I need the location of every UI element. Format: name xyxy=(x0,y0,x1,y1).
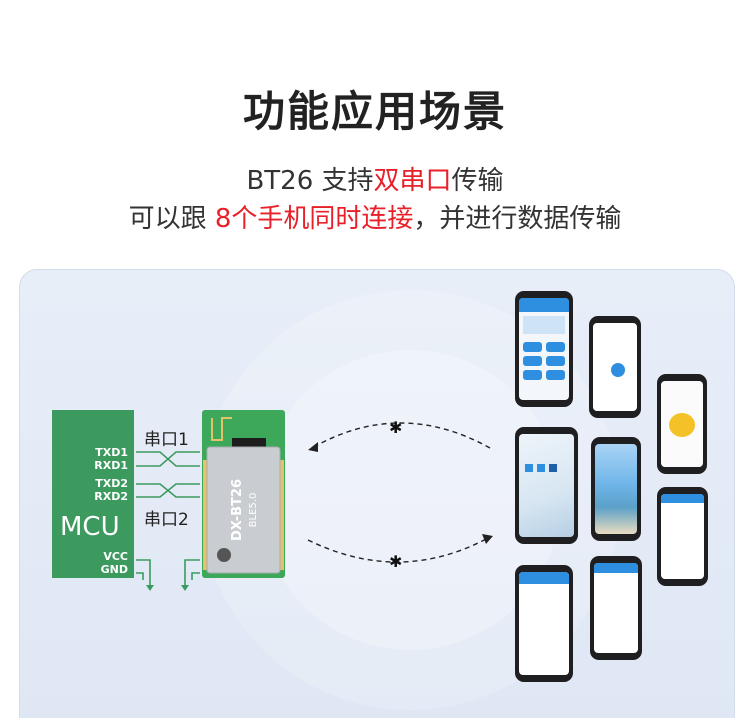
dashed-arrow-bottom-head xyxy=(482,534,493,544)
bg-ring-inner xyxy=(260,350,560,650)
dashed-arrow-bottom xyxy=(307,537,489,563)
subtitle-1-prefix: BT26 支持 xyxy=(246,166,374,196)
power-arrow-left xyxy=(146,585,154,591)
pin-txd2: TXD2 xyxy=(95,477,128,490)
subtitle-2-highlight: 8个手机同时连接 xyxy=(214,204,414,234)
subtitle-2-prefix: 可以跟 xyxy=(128,204,215,234)
subtitle-1-suffix: 传输 xyxy=(451,166,504,196)
dashed-arrow-top-head xyxy=(308,442,318,452)
phone-8 xyxy=(590,556,642,660)
power-lines xyxy=(136,559,200,585)
mcu-block xyxy=(52,410,134,578)
power-arrow-right xyxy=(181,585,189,591)
phone-5 xyxy=(591,437,641,541)
module-version: BLE5.0 xyxy=(248,492,259,528)
pin-rxd1: RXD1 xyxy=(94,459,128,472)
module-shield xyxy=(206,446,281,574)
phone-1 xyxy=(515,291,573,407)
subtitle-2-suffix: ，并进行数据传输 xyxy=(413,204,622,234)
port-2-label: 串口2 xyxy=(144,510,189,530)
bluetooth-icon: ✱ xyxy=(389,418,403,437)
subtitle-1-highlight: 双串口 xyxy=(373,166,452,196)
phone-7 xyxy=(515,565,573,682)
phone-2 xyxy=(589,316,641,418)
pin-vcc: VCC xyxy=(103,550,128,563)
module-text: DX-BT26 BLE5.0 xyxy=(192,479,292,541)
serial-crossover-1 xyxy=(136,451,200,467)
antenna-trace xyxy=(211,417,232,441)
mcu-label: MCU xyxy=(60,512,120,542)
bluetooth-icon: ✱ xyxy=(389,552,403,571)
pin-gnd: GND xyxy=(100,563,128,576)
subtitle-line-2: 可以跟 8个手机同时连接，并进行数据传输 xyxy=(0,198,750,235)
module-logo-mark xyxy=(217,548,231,562)
pcb-pads xyxy=(203,460,284,570)
pin-txd1: TXD1 xyxy=(95,446,128,459)
module-name: DX-BT26 xyxy=(230,478,245,542)
phone-3 xyxy=(657,374,707,474)
port-1-label: 串口1 xyxy=(144,430,189,450)
subtitle-line-1: BT26 支持双串口传输 xyxy=(0,160,750,197)
phone-6 xyxy=(657,487,708,586)
pin-rxd2: RXD2 xyxy=(94,490,128,503)
dashed-arrow-top xyxy=(311,422,491,449)
page-title: 功能应用场景 xyxy=(242,87,507,136)
phone-4 xyxy=(515,427,578,544)
serial-crossover-2 xyxy=(136,483,200,498)
